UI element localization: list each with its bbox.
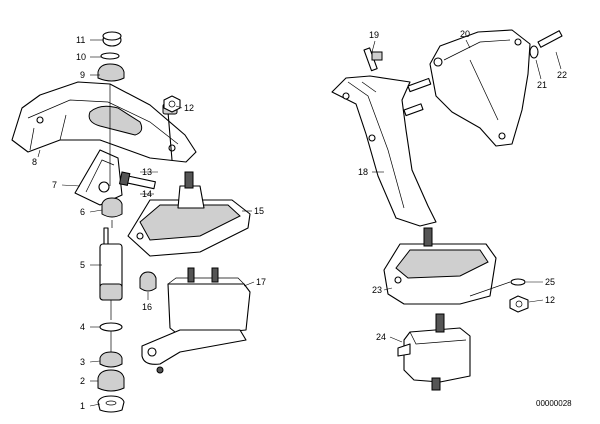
callout-13: 13 [142, 167, 152, 177]
damper-part-5 [99, 227, 123, 320]
callout-1: 1 [80, 401, 85, 411]
document-number: 00000028 [536, 399, 572, 408]
bracket-part-8 [11, 81, 197, 163]
washer-part-25 [469, 278, 526, 297]
bushing-part-3 [99, 351, 123, 368]
callout-labels: 1 2 3 4 5 6 7 8 9 10 11 12 13 14 15 16 1… [32, 29, 567, 411]
left-assembly [11, 31, 251, 413]
callout-7: 7 [52, 180, 57, 190]
nut-part-16 [139, 271, 157, 292]
callout-15: 15 [254, 206, 264, 216]
callout-24: 24 [376, 332, 386, 342]
ring-part-2 [97, 369, 125, 392]
callout-11: 11 [76, 35, 85, 45]
callout-16: 16 [142, 302, 152, 312]
engine-mount-part-15 [127, 171, 251, 257]
callout-14: 14 [142, 189, 152, 199]
callout-22: 22 [557, 70, 567, 80]
callout-5: 5 [80, 260, 85, 270]
callout-4: 4 [80, 322, 85, 332]
callout-6: 6 [80, 207, 85, 217]
leader-lines [37, 39, 562, 407]
callout-8: 8 [32, 157, 37, 167]
callout-12-right: 12 [545, 295, 555, 305]
bolt-part-19 [363, 47, 383, 72]
cap-part-1 [97, 395, 125, 413]
callout-12-left: 12 [184, 103, 194, 113]
mount-part-17 [141, 267, 251, 374]
callout-20: 20 [460, 29, 470, 39]
plate-part-20 [429, 29, 531, 147]
bolt-part-22 [529, 30, 563, 59]
bracket-part-7 [74, 149, 123, 206]
callout-9: 9 [80, 70, 85, 80]
nut-part-12-right [509, 295, 529, 313]
right-assembly [331, 29, 563, 391]
callout-18: 18 [358, 167, 368, 177]
bushing-part-6 [101, 197, 123, 228]
bolt-part-14 [118, 171, 156, 190]
callout-19: 19 [369, 30, 379, 40]
bracket-part-18 [331, 75, 437, 227]
callout-23: 23 [372, 285, 382, 295]
mount-part-23 [383, 227, 497, 305]
nut-part-12 [163, 95, 181, 113]
callout-3: 3 [80, 357, 85, 367]
callout-10: 10 [76, 52, 86, 62]
callout-21: 21 [537, 80, 547, 90]
callout-17: 17 [256, 277, 266, 287]
callout-2: 2 [80, 376, 85, 386]
washer-part-4 [99, 322, 123, 355]
mount-part-24 [397, 313, 471, 391]
callout-25: 25 [545, 277, 555, 287]
